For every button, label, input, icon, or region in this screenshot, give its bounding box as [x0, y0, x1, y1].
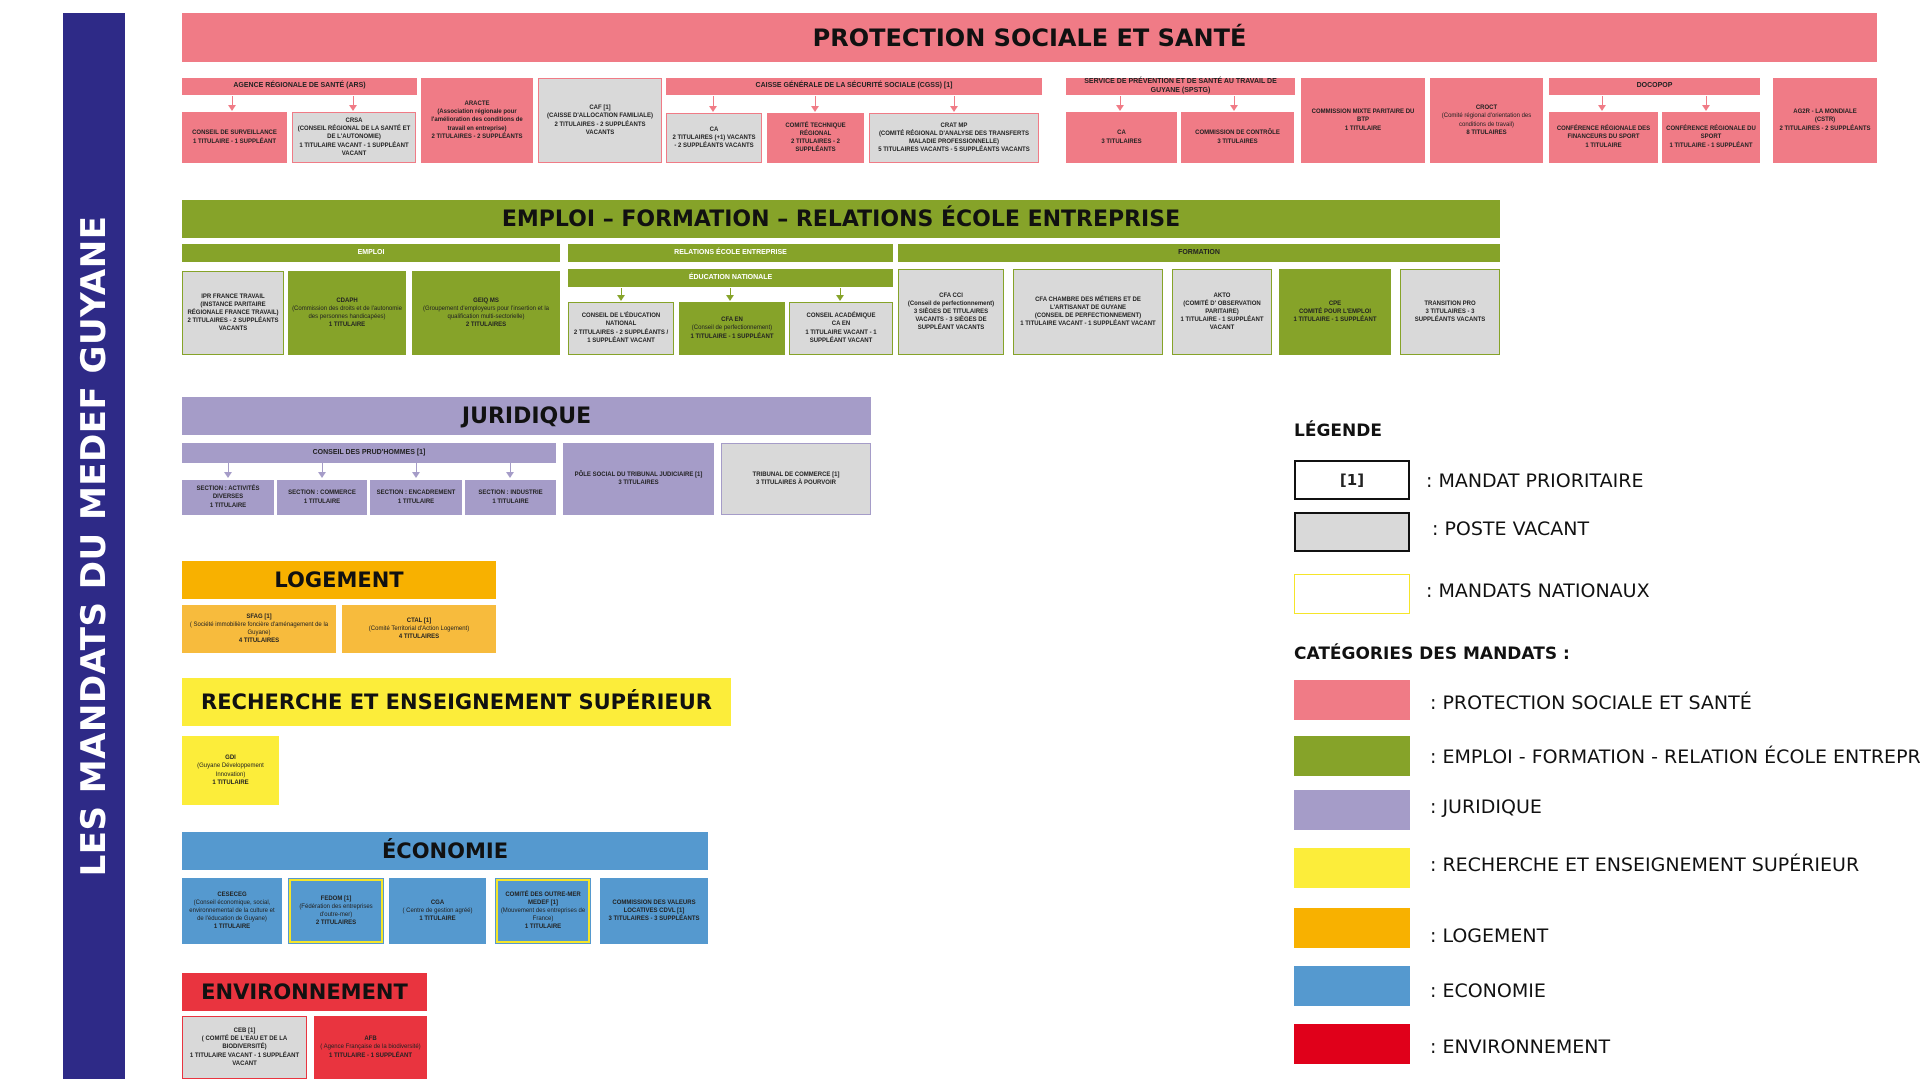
legend-label-national: : MANDATS NATIONAUX — [1426, 580, 1650, 602]
legend-swatch-economie — [1294, 966, 1410, 1006]
legend-swatch-environnement — [1294, 1024, 1410, 1064]
legend-category-protection: : PROTECTION SOCIALE ET SANTÉ — [1430, 692, 1752, 714]
legend-swatch-emploi — [1294, 736, 1410, 776]
mandate-box-vacant: CFA CHAMBRE DES MÉTIERS ET DE L'ARTISANA… — [1013, 269, 1163, 355]
legend-swatch-protection — [1294, 680, 1410, 720]
mandate-box: GEIQ MS (Groupement d'employeurs pour l'… — [412, 271, 560, 355]
mandate-box: CONSEIL DE SURVEILLANCE 1 TITULAIRE - 1 … — [182, 112, 287, 163]
legend-swatch-national — [1294, 574, 1410, 614]
mandate-box: AG2R - LA MONDIALE (CSTR) 2 TITULAIRES -… — [1773, 78, 1877, 163]
side-title-bar: LES MANDATS DU MEDEF GUYANE — [63, 13, 125, 1079]
legend-category-logement: : LOGEMENT — [1430, 925, 1549, 947]
mandate-box: CONFÉRENCE RÉGIONALE DES FINANCEURS DU S… — [1549, 112, 1658, 163]
mandate-box-vacant: CFA CCI (Conseil de perfectionnement) 3 … — [898, 269, 1004, 355]
section-title-environnement: ENVIRONNEMENT — [182, 973, 427, 1011]
mandate-box: CONFÉRENCE RÉGIONALE DU SPORT 1 TITULAIR… — [1662, 112, 1760, 163]
page-title: LES MANDATS DU MEDEF GUYANE — [74, 215, 114, 877]
mandate-box: PÔLE SOCIAL DU TRIBUNAL JUDICIAIRE [1] 3… — [563, 443, 714, 515]
legend-category-emploi: : EMPLOI - FORMATION - RELATION ÉCOLE EN… — [1430, 746, 1920, 768]
group-formation: FORMATION — [898, 244, 1500, 262]
mandate-box: CROCT (Comité régional d'orientation des… — [1430, 78, 1543, 163]
mandate-box-national: COMITÉ DES OUTRE-MER MEDEF [1] (Mouvemen… — [495, 878, 591, 944]
legend-swatch-vacant — [1294, 512, 1410, 552]
mandate-box-vacant: IPR FRANCE TRAVAIL (INSTANCE PARITAIRE R… — [182, 271, 284, 355]
mandate-box-vacant: CONSEIL DE L'ÉDUCATION NATIONAL 2 TITULA… — [568, 302, 674, 355]
group-docopop: DOCOPOP — [1549, 78, 1760, 95]
section-title-economie: ÉCONOMIE — [182, 832, 708, 870]
mandate-box: COMITÉ TECHNIQUE RÉGIONAL 2 TITULAIRES -… — [767, 113, 864, 163]
legend-category-recherche: : RECHERCHE ET ENSEIGNEMENT SUPÉRIEUR — [1430, 854, 1860, 876]
mandate-box-vacant: AKTO (COMITÉ D' OBSERVATION PARITAIRE) 1… — [1172, 269, 1272, 355]
legend-swatch-recherche — [1294, 848, 1410, 888]
group-spstg: SERVICE DE PRÉVENTION ET DE SANTÉ AU TRA… — [1066, 78, 1295, 95]
mandate-box: AFB ( Agence Française de la biodiversit… — [314, 1016, 427, 1079]
section-title-protection: PROTECTION SOCIALE ET SANTÉ — [182, 13, 1877, 62]
section-title-emploi: EMPLOI – FORMATION – RELATIONS ÉCOLE ENT… — [182, 200, 1500, 238]
mandate-box: ARACTE (Association régionale pour l'amé… — [421, 78, 533, 163]
legend-category-economie: : ECONOMIE — [1430, 980, 1546, 1002]
section-title-recherche: RECHERCHE ET ENSEIGNEMENT SUPÉRIEUR — [182, 678, 731, 726]
mandate-box-vacant: TRANSITION PRO 3 TITULAIRES - 3 SUPPLÉAN… — [1400, 269, 1500, 355]
mandate-box: SECTION : COMMERCE 1 TITULAIRE — [277, 480, 367, 515]
section-title-juridique: JURIDIQUE — [182, 397, 871, 435]
mandate-box: SECTION : INDUSTRIE 1 TITULAIRE — [465, 480, 556, 515]
legend-label-vacant: : POSTE VACANT — [1432, 518, 1590, 540]
mandate-box: COMMISSION DE CONTRÔLE 3 TITULAIRES — [1181, 112, 1294, 163]
legend-category-environnement: : ENVIRONNEMENT — [1430, 1036, 1611, 1058]
mandate-box-vacant: CA 2 TITULAIRES (+1) VACANTS - 2 SUPPLÉA… — [666, 113, 762, 163]
mandate-box: COMMISSION MIXTE PARITAIRE DU BTP 1 TITU… — [1301, 78, 1425, 163]
legend-swatch-juridique — [1294, 790, 1410, 830]
mandate-box: CESECEG (Conseil économique, social, env… — [182, 878, 282, 944]
mandate-box: GDI (Guyane Développement Innovation) 1 … — [182, 736, 279, 805]
group-prudhommes: CONSEIL DES PRUD'HOMMES [1] — [182, 443, 556, 463]
legend-swatch-logement — [1294, 908, 1410, 948]
mandate-box: CFA EN (Conseil de perfectionnement) 1 T… — [679, 302, 785, 355]
mandate-box-vacant: CAF [1] (CAISSE D'ALLOCATION FAMILIALE) … — [538, 78, 662, 163]
mandate-box-vacant: CEB [1] ( COMITÉ DE L'EAU ET DE LA BIODI… — [182, 1016, 307, 1079]
mandate-box: SECTION : ACTIVITÉS DIVERSES 1 TITULAIRE — [182, 480, 274, 515]
group-emploi: EMPLOI — [182, 244, 560, 262]
mandate-box: CTAL [1] (Comité Territorial d'Action Lo… — [342, 605, 496, 653]
mandate-box: CPE COMITÉ POUR L'EMPLOI 1 TITULAIRE - 1… — [1279, 269, 1391, 355]
legend-swatch-priority: [1] — [1294, 460, 1410, 500]
mandate-box-vacant: CRSA (CONSEIL RÉGIONAL DE LA SANTÉ ET DE… — [292, 112, 416, 163]
mandate-box: CA 3 TITULAIRES — [1066, 112, 1177, 163]
mandate-box-vacant: TRIBUNAL DE COMMERCE [1] 3 TITULAIRES À … — [721, 443, 871, 515]
group-education-nationale: ÉDUCATION NATIONALE — [568, 269, 893, 287]
mandate-box: SECTION : ENCADREMENT 1 TITULAIRE — [370, 480, 462, 515]
group-ars: AGENCE RÉGIONALE DE SANTÉ (ARS) — [182, 78, 417, 95]
section-title-logement: LOGEMENT — [182, 561, 496, 599]
mandate-box: SFAG [1] ( Société immobilière foncière … — [182, 605, 336, 653]
mandate-box: CGA ( Centre de gestion agréé) 1 TITULAI… — [389, 878, 486, 944]
legend-categories-title: CATÉGORIES DES MANDATS : — [1294, 644, 1570, 664]
mandate-box-vacant: CRAT MP (COMITÉ RÉGIONAL D'ANALYSE DES T… — [869, 113, 1039, 163]
mandate-box-national: FEDOM [1] (Fédération des entreprises d'… — [288, 878, 384, 944]
mandate-box: CDAPH (Commission des droits et de l'aut… — [288, 271, 406, 355]
legend-label-priority: : MANDAT PRIORITAIRE — [1426, 470, 1644, 492]
mandate-box-vacant: CONSEIL ACADÉMIQUE CA EN 1 TITULAIRE VAC… — [789, 302, 893, 355]
group-cgss: CAISSE GÉNÉRALE DE LA SÉCURITÉ SOCIALE (… — [666, 78, 1042, 95]
mandate-box: COMMISSION DES VALEURS LOCATIVES CDVL [1… — [600, 878, 708, 944]
group-relations-ecole: RELATIONS ÉCOLE ENTREPRISE — [568, 244, 893, 262]
legend-category-juridique: : JURIDIQUE — [1430, 796, 1542, 818]
legend-title: LÉGENDE — [1294, 421, 1382, 441]
